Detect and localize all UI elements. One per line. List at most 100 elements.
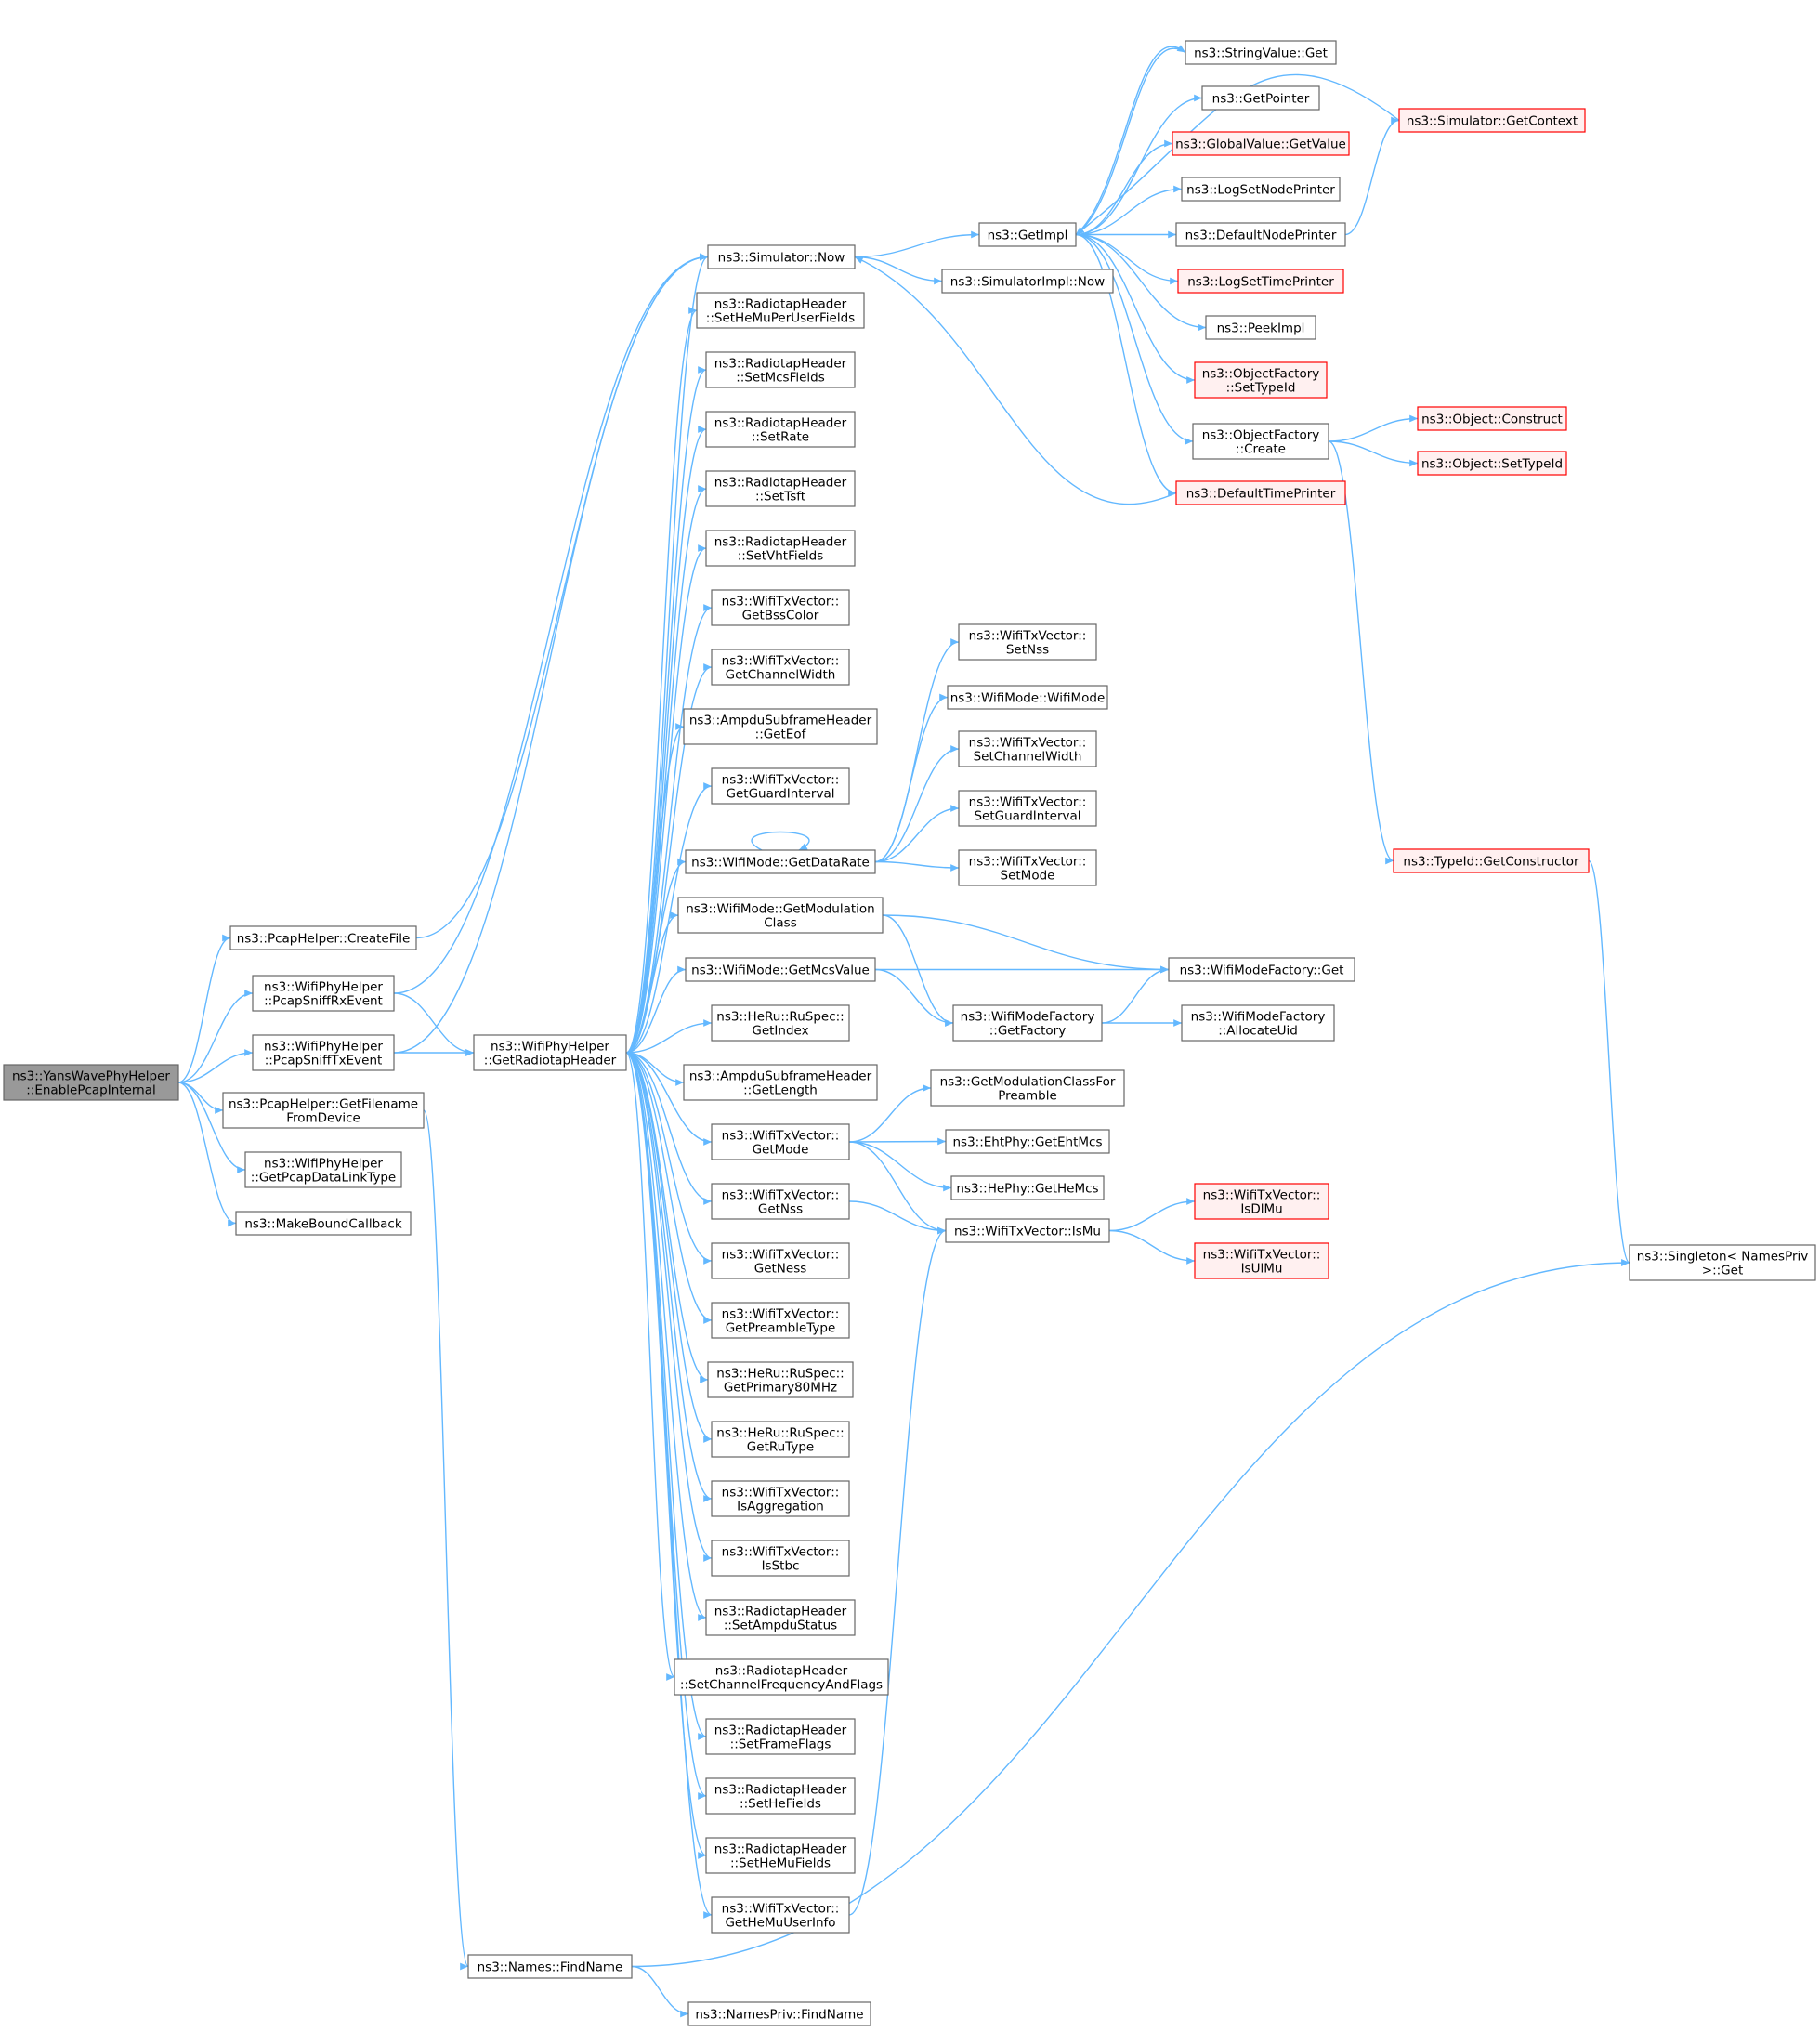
- node-setNss[interactable]: ns3::WifiTxVector::SetNss: [958, 623, 1097, 661]
- node-label-line: ns3::NamesPriv::FindName: [695, 2008, 863, 2023]
- node-stringGet[interactable]: ns3::StringValue::Get: [1185, 40, 1337, 65]
- node-getEof[interactable]: ns3::AmpduSubframeHeader::GetEof: [683, 708, 878, 745]
- node-label-line: SetGuardInterval: [974, 809, 1080, 824]
- node-getPreamble[interactable]: ns3::WifiTxVector::GetPreambleType: [711, 1302, 850, 1339]
- node-getGuard[interactable]: ns3::WifiTxVector::GetGuardInterval: [711, 767, 850, 805]
- node-getRuType[interactable]: ns3::HeRu::RuSpec::GetRuType: [711, 1421, 850, 1458]
- node-box: [958, 623, 1097, 661]
- node-box: [711, 1480, 850, 1517]
- node-heGetIndex[interactable]: ns3::HeRu::RuSpec::GetIndex: [711, 1004, 850, 1042]
- node-label-line: GetHeMuUserInfo: [725, 1916, 835, 1931]
- node-setRate[interactable]: ns3::RadiotapHeader::SetRate: [705, 411, 856, 448]
- node-dataLink[interactable]: ns3::WifiPhyHelper::GetPcapDataLinkType: [244, 1151, 402, 1188]
- node-ofSetTypeId[interactable]: ns3::ObjectFactory::SetTypeId: [1194, 361, 1328, 399]
- node-simGetContext[interactable]: ns3::Simulator::GetContext: [1398, 108, 1586, 133]
- node-label-line: ns3::Names::FindName: [478, 1960, 623, 1975]
- node-isUlMu[interactable]: ns3::WifiTxVector::IsUlMu: [1194, 1242, 1329, 1279]
- node-box: [711, 649, 850, 686]
- node-sniffRx[interactable]: ns3::WifiPhyHelper::PcapSniffRxEvent: [252, 975, 395, 1012]
- node-setHeFields[interactable]: ns3::RadiotapHeader::SetHeFields: [705, 1777, 856, 1815]
- node-getPrimary80[interactable]: ns3::HeRu::RuSpec::GetPrimary80MHz: [707, 1361, 854, 1398]
- node-setMode[interactable]: ns3::WifiTxVector::SetMode: [958, 849, 1097, 886]
- node-getModClass[interactable]: ns3::WifiMode::GetModulationClass: [677, 897, 884, 934]
- node-getChWidth[interactable]: ns3::WifiTxVector::GetChannelWidth: [711, 649, 850, 686]
- node-boundCb[interactable]: ns3::MakeBoundCallback: [235, 1211, 412, 1236]
- node-getPointer[interactable]: ns3::GetPointer: [1201, 85, 1320, 111]
- node-getHeMuUser[interactable]: ns3::WifiTxVector::GetHeMuUserInfo: [711, 1896, 850, 1934]
- node-globalGet[interactable]: ns3::GlobalValue::GetValue: [1172, 131, 1350, 156]
- node-ofCreate[interactable]: ns3::ObjectFactory::Create: [1192, 423, 1329, 460]
- node-label-line: ns3::RadiotapHeader: [714, 416, 847, 431]
- node-setAmpdu[interactable]: ns3::RadiotapHeader::SetAmpduStatus: [705, 1599, 856, 1636]
- node-setGuard[interactable]: ns3::WifiTxVector::SetGuardInterval: [958, 790, 1097, 827]
- node-label-line: ns3::ObjectFactory: [1202, 367, 1320, 382]
- node-logNodePrinter[interactable]: ns3::LogSetNodePrinter: [1181, 177, 1341, 202]
- node-isMu[interactable]: ns3::WifiTxVector::IsMu: [945, 1218, 1110, 1243]
- node-label-line: GetChannelWidth: [726, 668, 836, 683]
- node-label-line: ns3::RadiotapHeader: [714, 1605, 847, 1619]
- node-setMcs[interactable]: ns3::RadiotapHeader::SetMcsFields: [705, 351, 856, 388]
- node-namesPrivFind[interactable]: ns3::NamesPriv::FindName: [687, 2001, 871, 2026]
- node-label-line: ns3::WifiTxVector::: [722, 1188, 840, 1203]
- node-radiotap[interactable]: ns3::WifiPhyHelper::GetRadiotapHeader: [473, 1034, 627, 1071]
- node-setVht[interactable]: ns3::RadiotapHeader::SetVhtFields: [705, 530, 856, 567]
- node-setChWidth[interactable]: ns3::WifiTxVector::SetChannelWidth: [958, 730, 1097, 767]
- node-simImplNow[interactable]: ns3::SimulatorImpl::Now: [941, 269, 1114, 294]
- node-box: [473, 1034, 627, 1071]
- node-getLength[interactable]: ns3::AmpduSubframeHeader::GetLength: [683, 1064, 878, 1101]
- node-objSetTypeId[interactable]: ns3::Object::SetTypeId: [1417, 451, 1567, 476]
- node-singletonGet[interactable]: ns3::Singleton< NamesPriv>::Get: [1629, 1244, 1816, 1281]
- node-setTsft[interactable]: ns3::RadiotapHeader::SetTsft: [705, 470, 856, 507]
- node-getNess[interactable]: ns3::WifiTxVector::GetNess: [711, 1242, 850, 1279]
- node-createFile[interactable]: ns3::PcapHelper::CreateFile: [229, 925, 417, 950]
- node-logTimePrinter[interactable]: ns3::LogSetTimePrinter: [1177, 269, 1344, 294]
- node-defTimePrinter[interactable]: ns3::DefaultTimePrinter: [1175, 480, 1346, 505]
- node-isAggregation[interactable]: ns3::WifiTxVector::IsAggregation: [711, 1480, 850, 1517]
- edge-getDataRate-to-setChWidth: [874, 745, 960, 863]
- node-label-line: ns3::WifiTxVector::: [969, 795, 1087, 810]
- node-peekImpl[interactable]: ns3::PeekImpl: [1205, 315, 1316, 340]
- node-getNss[interactable]: ns3::WifiTxVector::GetNss: [711, 1183, 850, 1220]
- node-label-line: ns3::WifiMode::GetMcsValue: [691, 964, 870, 978]
- node-label-line: ns3::WifiTxVector::: [1203, 1248, 1321, 1263]
- node-defNodePrinter[interactable]: ns3::DefaultNodePrinter: [1175, 222, 1346, 247]
- edge-radiotap-to-getHeMuUser: [625, 1052, 713, 1919]
- node-setChFreq[interactable]: ns3::RadiotapHeader::SetChannelFrequency…: [674, 1658, 889, 1696]
- node-wifiModeCtor[interactable]: ns3::WifiMode::WifiMode: [947, 685, 1108, 710]
- node-allocateUid[interactable]: ns3::WifiModeFactory::AllocateUid: [1181, 1004, 1335, 1042]
- node-namesFind[interactable]: ns3::Names::FindName: [467, 1954, 633, 1979]
- node-setFrameFlags[interactable]: ns3::RadiotapHeader::SetFrameFlags: [705, 1718, 856, 1755]
- node-getDataRate[interactable]: ns3::WifiMode::GetDataRate: [685, 849, 876, 874]
- node-setHeMuPerUser[interactable]: ns3::RadiotapHeader::SetHeMuPerUserField…: [696, 292, 865, 329]
- node-getEhtMcs[interactable]: ns3::EhtPhy::GetEhtMcs: [945, 1129, 1110, 1154]
- node-label-line: ns3::WifiTxVector::: [722, 1129, 840, 1144]
- node-isStbc[interactable]: ns3::WifiTxVector::IsStbc: [711, 1540, 850, 1577]
- node-root[interactable]: ns3::YansWavePhyHelper::EnablePcapIntern…: [3, 1064, 179, 1101]
- edge-radiotap-to-heGetIndex: [625, 1019, 713, 1054]
- edge-radiotap-to-setHeMuPerUser: [625, 307, 698, 1054]
- node-label-line: ns3::Object::Construct: [1421, 413, 1563, 427]
- node-getHeMcs[interactable]: ns3::HePhy::GetHeMcs: [950, 1175, 1105, 1200]
- node-getMcsValue[interactable]: ns3::WifiMode::GetMcsValue: [685, 957, 876, 982]
- node-setHeMuFields[interactable]: ns3::RadiotapHeader::SetHeMuFields: [705, 1837, 856, 1874]
- node-getMode[interactable]: ns3::WifiTxVector::GetMode: [711, 1123, 850, 1160]
- node-box: [705, 351, 856, 388]
- node-getConstructor[interactable]: ns3::TypeId::GetConstructor: [1393, 848, 1590, 873]
- edge-getMode-to-getModClassPre: [848, 1084, 932, 1143]
- node-label-line: ns3::ObjectFactory: [1202, 428, 1320, 443]
- edge-root-to-createFile: [177, 934, 231, 1083]
- node-box: [711, 1242, 850, 1279]
- edge-getFactory-to-modeFactoryGet: [1101, 965, 1170, 1024]
- node-modeFactoryGet[interactable]: ns3::WifiModeFactory::Get: [1168, 957, 1355, 982]
- node-isDlMu[interactable]: ns3::WifiTxVector::IsDlMu: [1194, 1183, 1329, 1220]
- node-simNow[interactable]: ns3::Simulator::Now: [707, 244, 856, 269]
- node-sniffTx[interactable]: ns3::WifiPhyHelper::PcapSniffTxEvent: [252, 1034, 395, 1071]
- node-objConstruct[interactable]: ns3::Object::Construct: [1417, 406, 1567, 431]
- node-label-line: ::SetRate: [752, 430, 809, 445]
- node-getImpl[interactable]: ns3::GetImpl: [978, 222, 1077, 247]
- node-getBssColor[interactable]: ns3::WifiTxVector::GetBssColor: [711, 589, 850, 626]
- node-getFactory[interactable]: ns3::WifiModeFactory::GetFactory: [952, 1004, 1103, 1042]
- edge-radiotap-to-simNow: [625, 253, 709, 1054]
